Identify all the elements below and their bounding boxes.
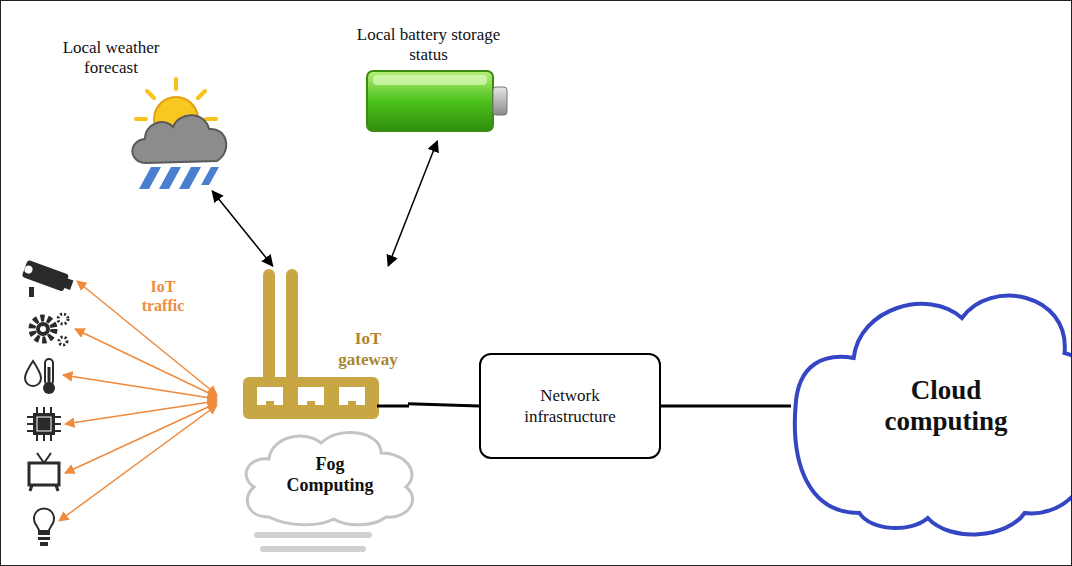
connector	[661, 405, 791, 408]
weather-icon	[132, 79, 226, 189]
connector	[388, 141, 437, 266]
fog-lines	[257, 535, 369, 549]
network-box: Network infrastructure	[479, 353, 661, 459]
cloud-shape: Cloud computing	[791, 263, 1072, 549]
node-text: Network infrastructure	[495, 385, 645, 427]
node-text: Local battery storage status	[341, 25, 516, 65]
gateway-node: IoT gateway	[243, 266, 408, 419]
connector	[408, 404, 479, 406]
iot-devices	[22, 260, 75, 546]
node-text: Cloud computing	[861, 375, 1031, 437]
traffic-label: IoT traffic	[129, 277, 197, 315]
cloud-path	[246, 432, 412, 524]
node-text: Fog Computing	[280, 454, 380, 496]
iot-traffic-arrows	[59, 281, 217, 521]
weather-node: Local weather forecast	[21, 36, 246, 191]
battery-node: Local battery storage status	[341, 21, 516, 141]
wire-stub	[377, 405, 409, 408]
cloud-path	[795, 296, 1072, 535]
connector	[212, 191, 272, 266]
fog-cloud: Fog Computing	[239, 421, 421, 529]
node-text: IoT gateway	[329, 328, 407, 370]
node-text: Local weather forecast	[36, 38, 186, 78]
battery-icon	[367, 71, 507, 131]
